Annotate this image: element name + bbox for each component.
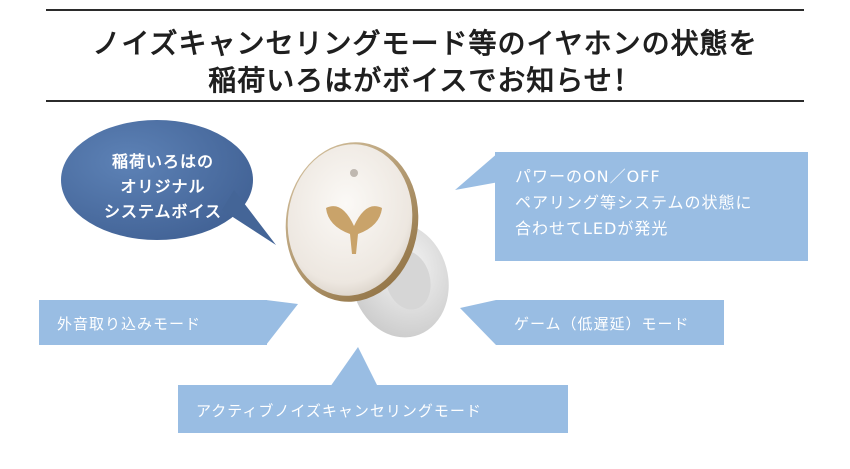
anc-mode-callout: アクティブノイズキャンセリングモード xyxy=(178,385,568,433)
power-callout-line-2: ペアリング等システムの状態に xyxy=(515,193,753,212)
ambient-callout-pointer xyxy=(266,300,298,345)
speech-bubble-line-3: システムボイス xyxy=(103,202,223,221)
speech-bubble-line-1: 稲荷いろはの xyxy=(111,152,214,171)
game-mode-label: ゲーム（低遅延）モード xyxy=(514,315,690,333)
power-led-callout: パワーのON／OFF ペアリング等システムの状態に 合わせてLEDが発光 xyxy=(495,152,808,261)
speech-bubble xyxy=(61,120,276,245)
game-mode-callout: ゲーム（低遅延）モード xyxy=(496,300,724,345)
ambient-mode-label: 外音取り込みモード xyxy=(57,315,202,333)
game-callout-pointer xyxy=(460,300,496,345)
speech-bubble-text: 稲荷いろはの オリジナル システムボイス xyxy=(78,149,248,224)
power-callout-pointer xyxy=(455,152,499,190)
headline-line-2: 稲荷いろはがボイスでお知らせ！ xyxy=(208,64,642,97)
headline-top-rule xyxy=(46,9,804,11)
headline-line-1: ノイズキャンセリングモード等のイヤホンの状態を xyxy=(92,27,758,60)
power-callout-line-3: 合わせてLEDが発光 xyxy=(515,219,669,238)
power-callout-line-1: パワーのON／OFF xyxy=(515,167,661,186)
anc-mode-label: アクティブノイズキャンセリングモード xyxy=(196,402,482,420)
speech-bubble-line-2: オリジナル xyxy=(120,177,206,196)
ambient-mode-callout: 外音取り込みモード xyxy=(39,300,267,345)
headline-bottom-rule xyxy=(46,100,804,102)
anc-callout-pointer xyxy=(330,347,378,387)
earbud-illustration xyxy=(285,142,449,338)
